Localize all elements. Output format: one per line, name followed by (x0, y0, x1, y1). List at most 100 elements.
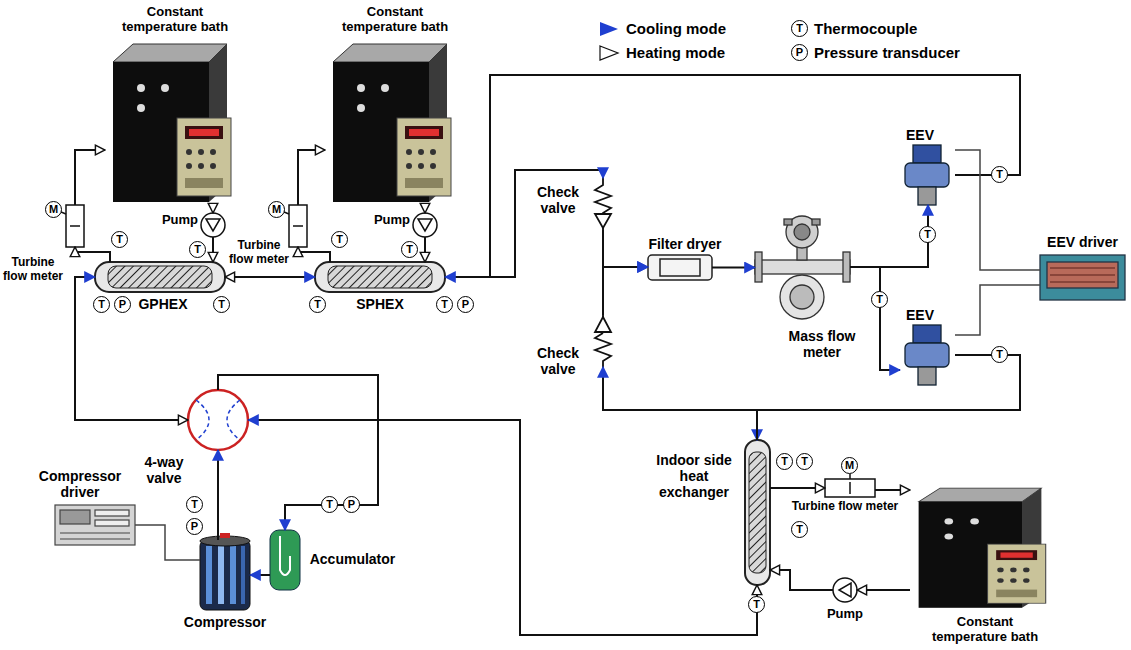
mass-flow-meter-figure (755, 216, 850, 319)
filter-figure (648, 255, 712, 280)
sensor-symbol: M (841, 457, 858, 474)
sensor-symbol: T (776, 453, 793, 470)
accumulator-figure (270, 530, 300, 590)
sensor-symbol: P (343, 496, 360, 513)
pipe-line (857, 589, 910, 591)
sensor-symbol: T (189, 241, 206, 258)
legend-text: Heating mode (626, 44, 725, 62)
sensor-symbol: T (991, 346, 1008, 363)
pipe-line (445, 75, 1020, 277)
compressor-figure (200, 533, 250, 610)
component-box: Pump (833, 578, 857, 602)
legend-text: Pressure transducer (814, 44, 960, 62)
sensor-symbol: T (919, 226, 936, 243)
component-box: Mass flow meter (755, 215, 850, 320)
component-label: EEV (890, 127, 950, 143)
pipe-line (875, 489, 910, 491)
component-box: Pump (413, 213, 437, 237)
signal-wire (955, 150, 1040, 270)
four-way-valve-figure (188, 390, 248, 450)
sensor-symbol: P (457, 296, 474, 313)
pipe-line (225, 276, 315, 278)
pipe-line (603, 267, 648, 315)
pipe-line (850, 267, 900, 370)
component-box: Filter dryer (648, 255, 712, 280)
sensor-symbol: T (321, 496, 338, 513)
component-label: EEV (890, 307, 950, 323)
compressor-driver-figure (55, 505, 135, 545)
component-box: EEV (900, 145, 955, 205)
component-label: GPHEX (128, 296, 198, 312)
pipe-line (850, 205, 928, 267)
component-box: 4-way valve (188, 390, 248, 450)
component-box: Turbine flow meter (289, 205, 307, 247)
component-box: Compressor driver (55, 505, 135, 545)
sensor-symbol: T (111, 231, 128, 248)
sensor-symbol: T (791, 521, 808, 538)
component-label: Compressor driver (30, 468, 130, 500)
component-box: Turbine flow meter (825, 479, 875, 497)
legend-arrow (600, 22, 618, 60)
sensor-symbol: P (791, 44, 808, 61)
pipe-line (770, 487, 825, 489)
pipe-line (603, 230, 648, 267)
sensor-symbol: T (213, 296, 230, 313)
sensor-symbol: T (401, 241, 418, 258)
component-label: Pump (160, 212, 200, 227)
pipe-line (218, 375, 378, 530)
component-box: Constant temperature bath (105, 40, 235, 205)
pipe-line (298, 247, 330, 262)
heat-exchanger-figure (95, 262, 770, 585)
sensor-symbol: T (331, 231, 348, 248)
component-label: Constant temperature bath (920, 614, 1050, 644)
bath-figure (919, 488, 1046, 608)
component-label: Turbine flow meter (228, 238, 290, 266)
component-box: EEV driver (1040, 255, 1125, 300)
sensor-symbol: M (268, 201, 285, 218)
pipe-line (75, 247, 110, 262)
pipe-line (424, 237, 426, 262)
signal-wire (955, 285, 1040, 335)
sensor-symbol: T (991, 166, 1008, 183)
component-box: Check valve (593, 315, 613, 367)
legend-text: Thermocouple (814, 20, 917, 38)
component-label: Accumulator (305, 551, 400, 567)
pipe-line (248, 420, 757, 635)
sensor-symbol: T (796, 453, 813, 470)
pipe-line (250, 574, 270, 576)
pipe-line (424, 205, 426, 213)
component-box: Constant temperature bath (910, 485, 1050, 610)
pipe-line (298, 150, 325, 205)
component-label: Turbine flow meter (785, 499, 905, 513)
pipe-line (603, 367, 757, 440)
driver-figure (1040, 255, 1125, 300)
component-box: Indoor side heat exchanger (745, 440, 770, 585)
component-label: Constant temperature bath (330, 4, 460, 34)
component-label: EEV driver (1035, 234, 1130, 250)
pipe-line (757, 355, 1020, 440)
component-label: Filter dryer (640, 236, 730, 252)
pipe-line (770, 570, 833, 590)
sensor-symbol: T (748, 596, 765, 613)
component-label: Indoor side heat exchanger (648, 452, 740, 500)
pipe-line (75, 150, 105, 205)
component-box: SPHEX (315, 262, 445, 292)
component-box: Compressor (200, 540, 250, 610)
sensor-symbol: T (436, 296, 453, 313)
component-label: SPHEX (345, 296, 415, 312)
component-box: Turbine flow meter (66, 205, 84, 247)
component-label: Mass flow meter (772, 328, 872, 360)
component-box: EEV (900, 325, 955, 385)
component-box: Constant temperature bath (325, 40, 455, 205)
sensor-symbol: T (93, 296, 110, 313)
pipe-line (212, 205, 214, 213)
pump-symbol (201, 213, 857, 602)
sensor-symbol: P (186, 518, 203, 535)
sensor-symbol: T (871, 291, 888, 308)
component-label: Check valve (526, 345, 590, 377)
component-label: Pump (372, 212, 412, 227)
legend-text: Cooling mode (626, 20, 726, 38)
sensor-symbol: P (114, 296, 131, 313)
